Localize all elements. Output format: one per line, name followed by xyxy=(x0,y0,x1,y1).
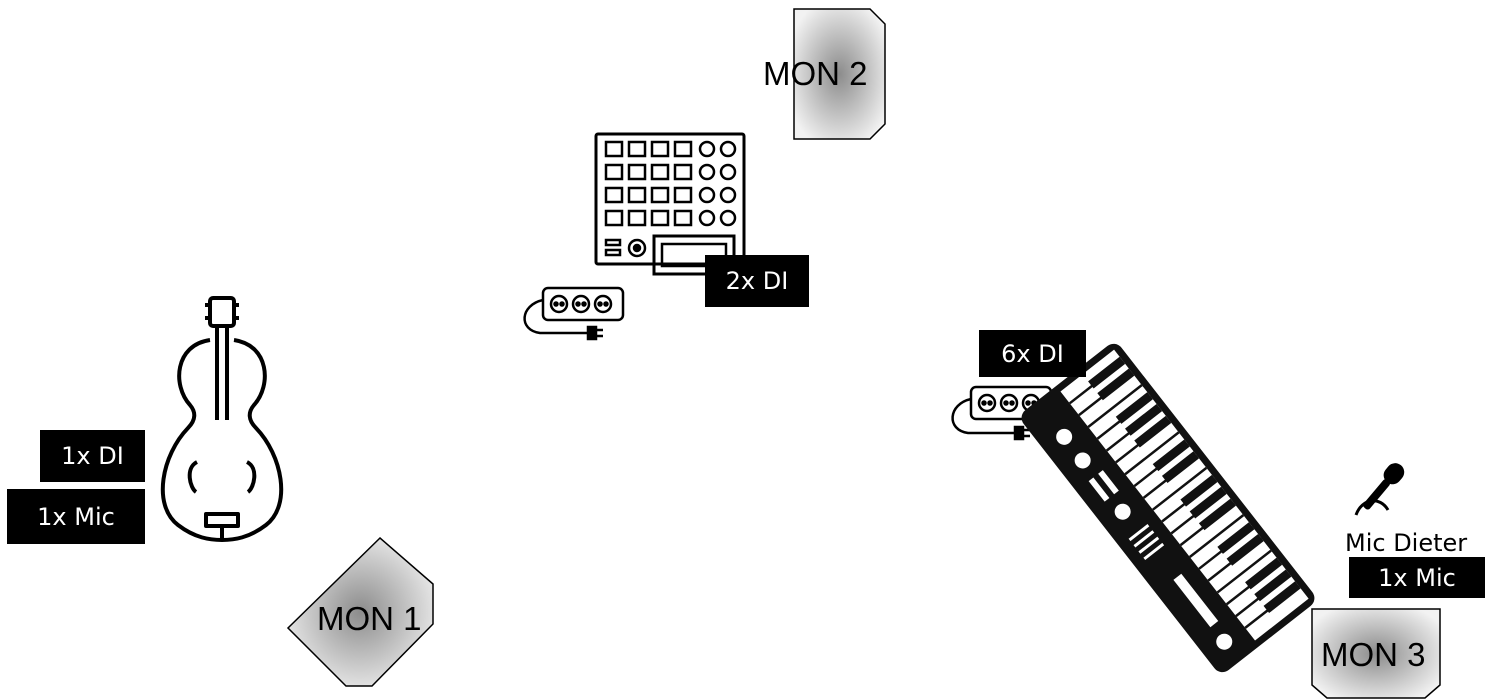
mic-count-label: 1x Mic xyxy=(1349,557,1485,598)
monitor-2-label: MON 2 xyxy=(763,55,868,92)
monitor-2-icon xyxy=(793,8,886,140)
cello-icon xyxy=(160,296,284,542)
keyboard-di-label: 6x DI xyxy=(979,330,1086,377)
keyboard-synth-icon xyxy=(1021,343,1315,673)
monitor-3-icon xyxy=(1311,608,1441,699)
mic-name-label: Mic Dieter xyxy=(1345,529,1468,557)
power-strip-icon xyxy=(523,286,625,341)
monitor-1-icon xyxy=(286,536,434,687)
microphone-icon xyxy=(1354,463,1405,516)
sampler-di-label: 2x DI xyxy=(705,255,809,307)
monitor-3-label: MON 3 xyxy=(1321,636,1426,673)
monitor-1-label: MON 1 xyxy=(317,600,422,637)
drum-pad-controller-icon xyxy=(594,132,746,276)
cello-di-label: 1x DI xyxy=(40,430,145,482)
cello-mic-label: 1x Mic xyxy=(7,489,145,544)
